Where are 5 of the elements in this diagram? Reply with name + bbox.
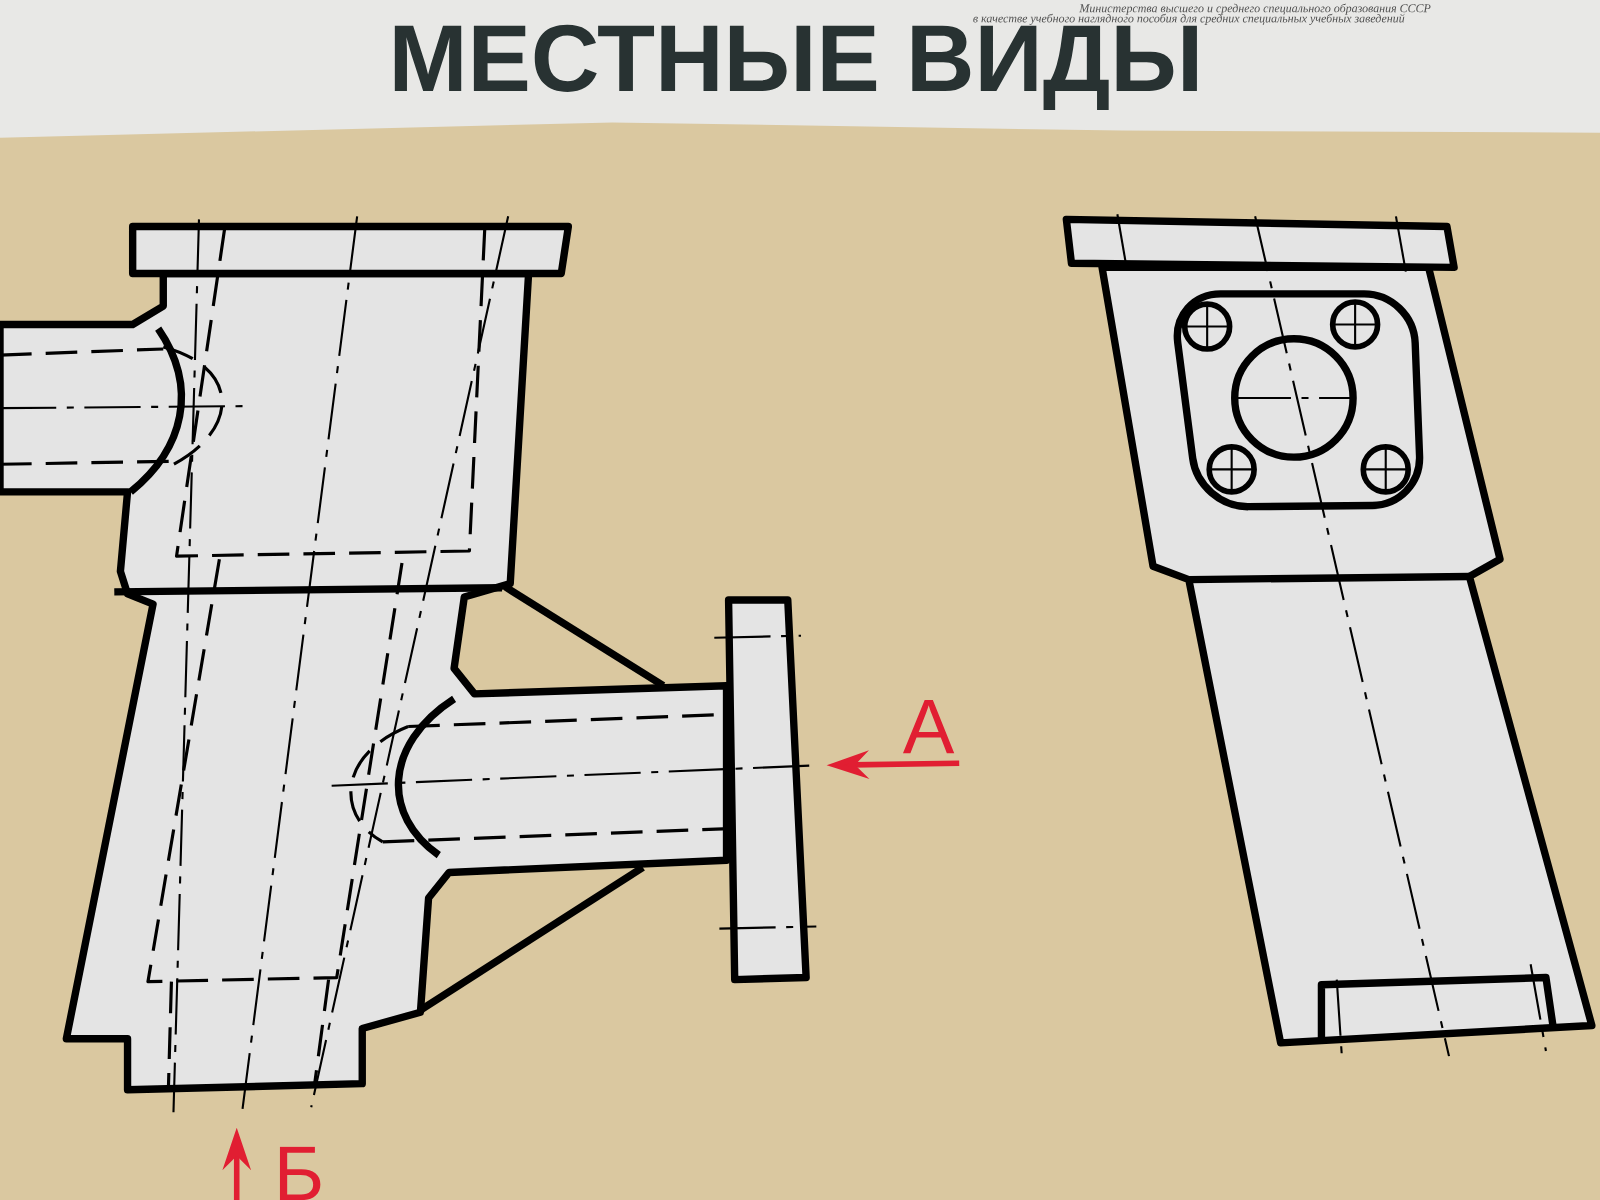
note-text: в качестве учебного наглядного пособия для средних специальных учебных заведений — [973, 13, 1405, 25]
view-letter: Б — [279, 1146, 321, 1200]
view-letter: А — [902, 699, 955, 754]
title: МЕСТНЫЕ ВИДЫ — [394, 24, 1197, 110]
note-text: Министерства высшего и среднего специального образования СССР — [1079, 3, 1431, 15]
